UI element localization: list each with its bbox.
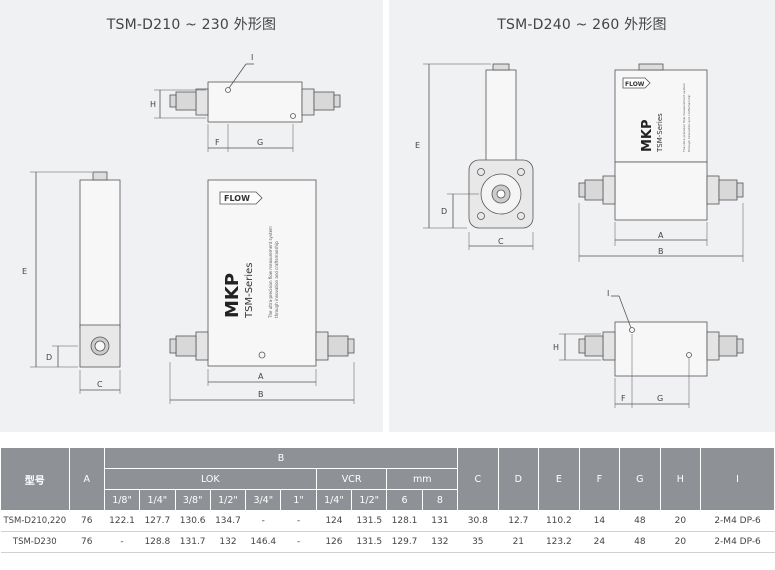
header-c: C <box>457 447 499 511</box>
panel-title: TSM-D210 ~ 230 外形图 <box>106 17 277 33</box>
header-i: I <box>700 447 775 511</box>
cell-i: 2-M4 DP-6 <box>700 531 775 553</box>
cell-b: - <box>280 531 317 553</box>
subheader: 1/4" <box>139 489 176 511</box>
dimension-table: 型号 A B C D E F G H I LOK VCR mm 1/8" 1/4… <box>0 447 775 553</box>
outline-drawing-right: E D C A B I H F G FLOW MKP TSM-Series Th… <box>415 63 744 408</box>
dim-label-c: C <box>97 380 103 389</box>
dim-label-a: A <box>658 231 664 240</box>
header-lok: LOK <box>103 468 317 490</box>
cell-h: 20 <box>660 510 701 532</box>
cell-f: 14 <box>579 510 620 532</box>
cell-b: 129.7 <box>386 531 423 553</box>
dim-label-g: G <box>257 138 263 147</box>
dim-label-i: I <box>607 289 609 298</box>
dim-label-f: F <box>621 394 626 403</box>
header-h: H <box>659 447 702 511</box>
header-mm: mm <box>386 468 459 490</box>
cell-c: 30.8 <box>457 510 499 532</box>
tagline-line-1: The ultra-precision flow measurement sys… <box>268 226 273 319</box>
cell-g: 48 <box>619 531 661 553</box>
header-b: B <box>103 447 459 469</box>
table-row: TSM-D230 76 - 128.8 131.7 132 146.4 - 12… <box>0 531 775 553</box>
cell-b: 131.7 <box>175 531 211 553</box>
drawing-panel-d240-260: TSM-D240 ~ 260 外形图 <box>389 0 775 432</box>
cell-b: 130.6 <box>175 510 211 532</box>
header-e: E <box>538 447 580 511</box>
cell-i: 2-M4 DP-6 <box>700 510 775 532</box>
subheader: 1/4" <box>315 489 353 511</box>
cell-b: 124 <box>316 510 352 532</box>
cell-model: TSM-D230 <box>0 531 70 553</box>
cell-b: 131.5 <box>351 510 387 532</box>
tagline-line-1: The ultra-precision flow measurement sys… <box>682 83 686 153</box>
dim-label-g: G <box>657 394 663 403</box>
cell-b: 122.1 <box>104 510 140 532</box>
dim-label-d: D <box>441 207 447 216</box>
subheader: 3/4" <box>245 489 282 511</box>
cell-b: 131.5 <box>351 531 387 553</box>
series-name: TSM-Series <box>656 113 664 153</box>
cell-b: - <box>280 510 317 532</box>
cell-a: 76 <box>69 510 105 532</box>
dim-label-e: E <box>415 141 420 150</box>
flow-label: FLOW <box>625 81 645 88</box>
mkp-logo: MKP <box>640 119 655 152</box>
subheader: 3/8" <box>174 489 211 511</box>
subheader: 1/8" <box>103 489 141 511</box>
cell-b: 128.1 <box>386 510 423 532</box>
cell-b: 128.8 <box>139 531 175 553</box>
dim-label-h: H <box>150 100 156 109</box>
cell-c: 35 <box>457 531 499 553</box>
dim-label-b: B <box>658 247 664 256</box>
cell-e: 110.2 <box>538 510 580 532</box>
dim-label-a: A <box>258 372 264 381</box>
cell-b: 146.4 <box>245 531 281 553</box>
subheader: 1/2" <box>351 489 388 511</box>
dim-label-d: D <box>46 353 52 362</box>
cell-b: - <box>104 531 140 553</box>
cell-h: 20 <box>660 531 701 553</box>
header-a: A <box>68 447 105 511</box>
dim-label-h: H <box>553 343 559 352</box>
dim-label-c: C <box>498 237 504 246</box>
cell-b: 131 <box>422 510 458 532</box>
header-d: D <box>497 447 540 511</box>
cell-b: 132 <box>210 531 246 553</box>
dim-label-i: I <box>251 53 253 62</box>
subheader: 1" <box>280 489 317 511</box>
panel-title: TSM-D240 ~ 260 外形图 <box>497 17 667 33</box>
cell-b: - <box>245 510 281 532</box>
cell-b: 126 <box>316 531 352 553</box>
cell-f: 24 <box>579 531 620 553</box>
cell-model: TSM-D210,220 <box>0 510 70 532</box>
tagline-line-2: through innovation and craftsmanship <box>687 94 691 152</box>
table-row: TSM-D210,220 76 122.1 127.7 130.6 134.7 … <box>0 510 775 532</box>
header-vcr: VCR <box>315 468 388 490</box>
cell-b: 132 <box>422 531 458 553</box>
series-name: TSM-Series <box>244 263 255 319</box>
cell-b: 134.7 <box>210 510 246 532</box>
drawing-panel-d210-230: TSM-D210 ~ 230 外形图 <box>0 0 383 432</box>
dim-label-e: E <box>22 267 27 276</box>
cell-e: 123.2 <box>538 531 580 553</box>
header-f: F <box>578 447 621 511</box>
flow-label: FLOW <box>224 194 250 203</box>
subheader: 1/2" <box>209 489 247 511</box>
dim-label-b: B <box>258 390 264 399</box>
cell-d: 12.7 <box>498 510 539 532</box>
cell-g: 48 <box>619 510 661 532</box>
header-model: 型号 <box>0 447 70 511</box>
cell-b: 127.7 <box>139 510 175 532</box>
tagline-line-2: through innovation and craftsmanship <box>274 241 279 318</box>
dim-label-f: F <box>215 138 220 147</box>
subheader: 6 <box>386 489 423 511</box>
outline-drawing-left: I H F G E D C A B FLOW MKP TSM-Series Th… <box>22 53 355 404</box>
header-g: G <box>619 447 661 511</box>
subheader: 8 <box>421 489 459 511</box>
mkp-logo: MKP <box>222 273 243 318</box>
cell-d: 21 <box>498 531 539 553</box>
cell-a: 76 <box>69 531 105 553</box>
